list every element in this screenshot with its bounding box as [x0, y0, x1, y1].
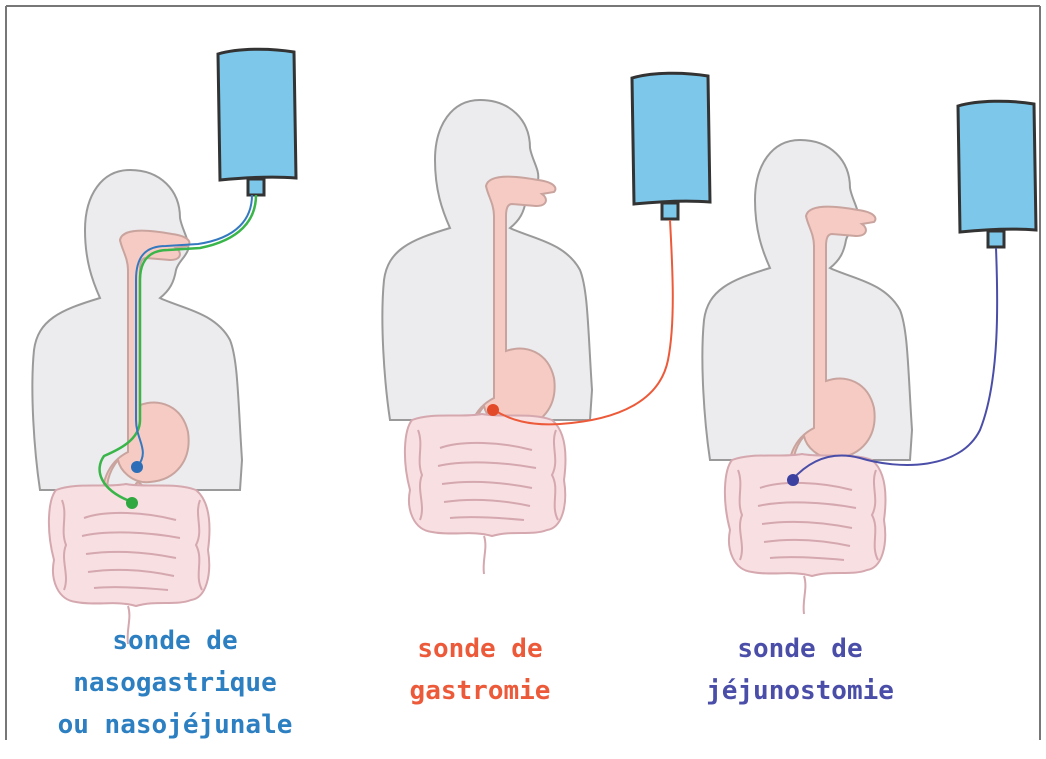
caption-nasogastric-line2: nasogastrique [55, 662, 295, 704]
caption-jejunostomy: sonde de jéjunostomie [680, 628, 920, 712]
caption-jejunostomy-line1: sonde de [680, 628, 920, 670]
figure-jejunostomy [702, 140, 912, 614]
feeding-bag-2 [632, 73, 710, 219]
figure-gastrostomy [382, 100, 592, 574]
nasojejunal-tube-tip [126, 497, 138, 509]
caption-gastrostomy: sonde de gastromie [360, 628, 600, 712]
caption-gastrostomy-line1: sonde de [360, 628, 600, 670]
caption-jejunostomy-line2: jéjunostomie [680, 670, 920, 712]
feeding-bag-3 [958, 101, 1036, 247]
caption-nasogastric-line1: sonde de [55, 620, 295, 662]
feeding-bag-1 [218, 49, 296, 195]
caption-nasogastric-line3: ou nasojéjunale [55, 704, 295, 746]
nasogastric-tube-tip [131, 461, 143, 473]
caption-gastrostomy-line2: gastromie [360, 670, 600, 712]
gastrostomy-tube-tip [487, 404, 499, 416]
caption-nasogastric: sonde de nasogastrique ou nasojéjunale [55, 620, 295, 746]
jejunostomy-tube-tip [787, 474, 799, 486]
